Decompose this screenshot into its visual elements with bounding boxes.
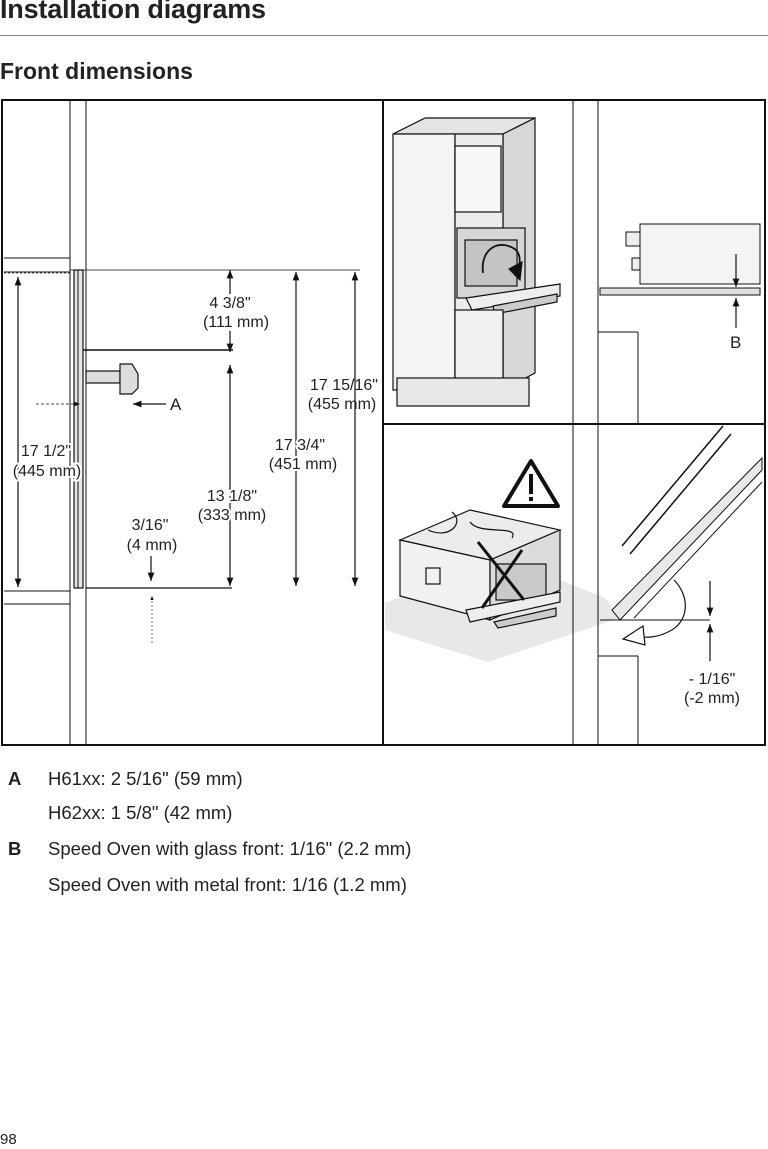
legend-text: H61xx: 2 5/16" (59 mm) [48, 768, 243, 789]
detail-b-section [572, 100, 761, 424]
dim-window-mm: (333 mm) [198, 507, 266, 524]
dim-neg-in: - 1/16" [689, 671, 736, 688]
title-divider [0, 35, 768, 36]
dim-niche-mm: (445 mm) [13, 463, 81, 480]
warning-icon [502, 459, 560, 508]
dim-niche-in: 17 1/2" [21, 443, 71, 460]
tall-cabinet-illustration [392, 117, 561, 407]
legend-key: A [8, 768, 22, 789]
dim-door-mm: (451 mm) [269, 456, 337, 473]
legend-text: Speed Oven with glass front: 1/16" (2.2 … [48, 838, 412, 859]
detail-negative-gap-section [572, 424, 763, 745]
left-cross-section [4, 100, 233, 745]
dim-window-in: 13 1/8" [207, 488, 257, 505]
dim-overall-mm: (455 mm) [308, 396, 376, 413]
dim-gap-in: 3/16" [132, 517, 169, 534]
dim-door-in: 17 3/4" [275, 437, 325, 454]
legend-key: B [8, 838, 22, 859]
dim-neg-mm: (-2 mm) [684, 690, 740, 707]
marker-a: A [170, 395, 182, 414]
legend-text: H62xx: 1 5/8" (42 mm) [48, 802, 233, 823]
page-number: 98 [0, 1131, 17, 1148]
dim-overall-in: 17 15/16" [310, 377, 378, 394]
front-dimensions-figure: 4 3/8" (111 mm) A 17 15/16" (455 mm) 17 … [0, 98, 768, 747]
left-dimension-lines [4, 269, 360, 643]
dim-top-in: 4 3/8" [209, 295, 250, 312]
page-title: Installation diagrams [0, 0, 266, 24]
dim-top-mm: (111 mm) [203, 314, 269, 331]
legend-text: Speed Oven with metal front: 1/16 (1.2 m… [48, 874, 407, 895]
installation-diagram: 4 3/8" (111 mm) A 17 15/16" (455 mm) 17 … [1, 99, 766, 746]
oven-on-floor-illustration [385, 509, 620, 662]
dim-gap-mm: (4 mm) [127, 537, 178, 554]
section-title: Front dimensions [0, 58, 193, 84]
marker-b: B [730, 333, 741, 352]
